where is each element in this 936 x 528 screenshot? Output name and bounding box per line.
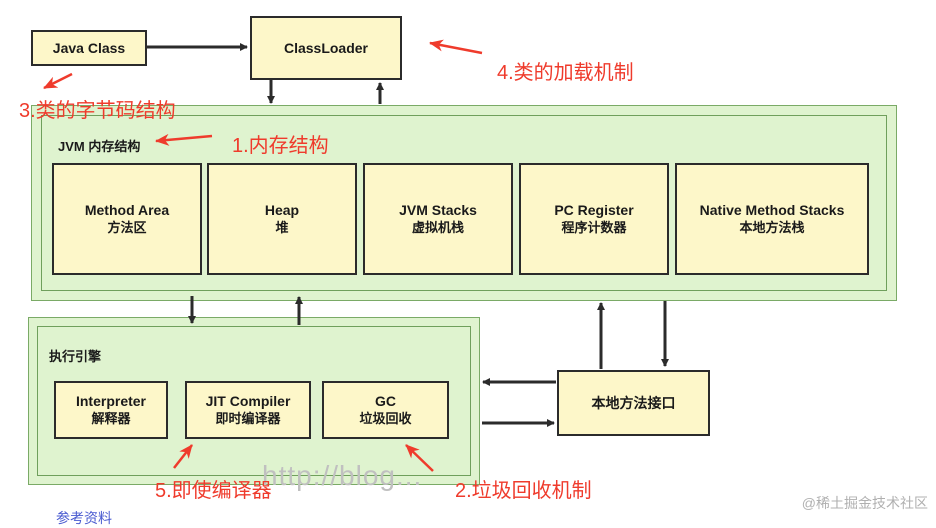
annotation-bytecode-structure: 3.类的字节码结构: [19, 100, 176, 122]
site-watermark: @稀土掘金技术社区: [801, 495, 928, 511]
pc-register-en: PC Register: [554, 202, 634, 218]
jvm-memory-label: JVM 内存结构: [58, 139, 141, 154]
heap-zh: 堆: [275, 220, 289, 235]
annotation-jit-compiler: 5.即使编译器: [155, 480, 272, 502]
interpreter-en: Interpreter: [75, 393, 147, 409]
java-class-box: Java Class: [31, 30, 147, 66]
java-class-label: Java Class: [52, 40, 126, 56]
red-arrow-4: [429, 39, 483, 55]
memory-area-heap: Heap 堆: [207, 163, 357, 275]
red-arrow-2: [405, 444, 434, 472]
interpreter-zh: 解释器: [91, 411, 131, 426]
annotation-class-loading: 4.类的加载机制: [497, 62, 634, 84]
execution-engine-label: 执行引擎: [49, 349, 102, 364]
references-link[interactable]: 参考资料: [56, 510, 112, 526]
jit-compiler-zh: 即时编译器: [215, 411, 281, 426]
native-method-interface-label: 本地方法接口: [591, 395, 676, 411]
gc-en: GC: [375, 393, 396, 409]
memory-area-pc-register: PC Register 程序计数器: [519, 163, 669, 275]
memory-area-jvm-stacks: JVM Stacks 虚拟机栈: [363, 163, 513, 275]
method-area-zh: 方法区: [107, 220, 147, 235]
annotation-memory-structure: 1.内存结构: [232, 135, 329, 157]
heap-en: Heap: [264, 202, 300, 218]
watermark-text: http://blog...: [262, 460, 423, 491]
native-method-stacks-zh: 本地方法栈: [739, 220, 805, 235]
native-method-stacks-en: Native Method Stacks: [699, 202, 845, 218]
method-area-en: Method Area: [84, 202, 170, 218]
classloader-box: ClassLoader: [250, 16, 402, 80]
engine-interpreter: Interpreter 解释器: [54, 381, 168, 439]
red-arrow-3: [43, 72, 73, 90]
memory-area-method-area: Method Area 方法区: [52, 163, 202, 275]
jvm-stacks-zh: 虚拟机栈: [411, 220, 464, 235]
jvm-memory-panel-inner: [41, 115, 887, 291]
jit-compiler-en: JIT Compiler: [205, 393, 291, 409]
annotation-garbage-collection: 2.垃圾回收机制: [455, 480, 592, 502]
engine-gc: GC 垃圾回收: [322, 381, 449, 439]
engine-jit-compiler: JIT Compiler 即时编译器: [185, 381, 311, 439]
memory-area-native-method-stacks: Native Method Stacks 本地方法栈: [675, 163, 869, 275]
classloader-label: ClassLoader: [283, 40, 369, 56]
gc-zh: 垃圾回收: [359, 411, 412, 426]
execution-engine-panel-inner: [37, 326, 471, 476]
jvm-stacks-en: JVM Stacks: [399, 202, 477, 218]
pc-register-zh: 程序计数器: [561, 220, 627, 235]
native-method-interface-box: 本地方法接口: [557, 370, 710, 436]
red-arrow-1: [155, 133, 213, 146]
red-arrow-5: [173, 444, 193, 469]
